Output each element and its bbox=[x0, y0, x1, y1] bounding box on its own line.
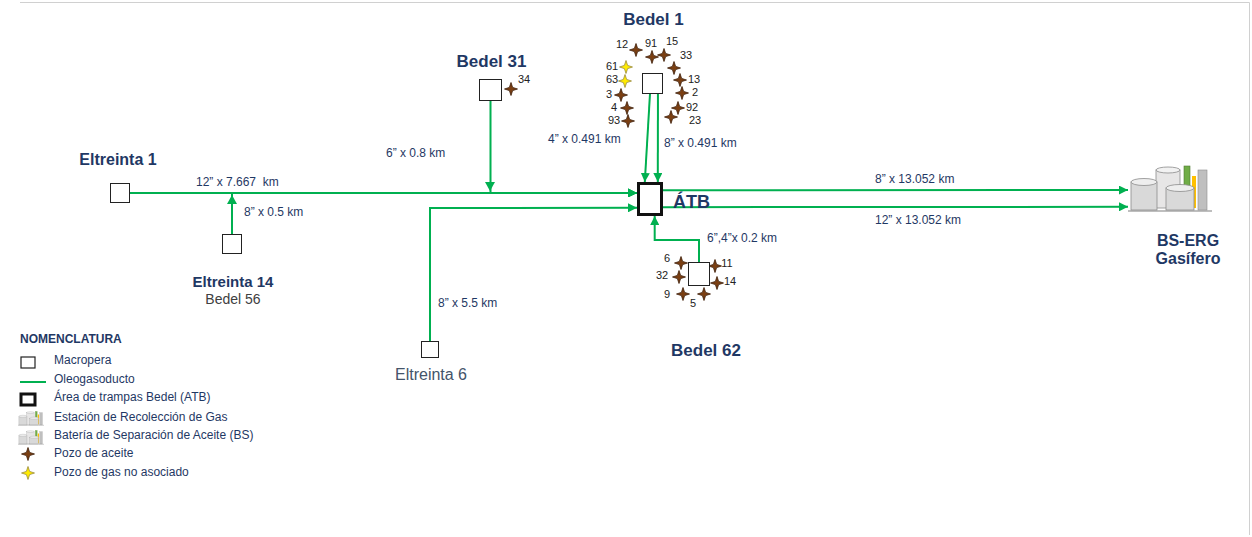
trap-area-box: ÁTB bbox=[637, 182, 663, 216]
macropera-box: Bedel 62 bbox=[688, 262, 710, 286]
gas-station-icon-art bbox=[1128, 162, 1212, 216]
well-number: 6 bbox=[664, 252, 670, 265]
frame-line bbox=[1249, 3, 1250, 536]
oil-well-symbol bbox=[621, 102, 634, 115]
node-heading: Bedel 1 bbox=[623, 10, 683, 30]
pipe-dimension: 12” x 7.667 km bbox=[196, 176, 279, 190]
well-number: 23 bbox=[689, 114, 701, 127]
gas-well-symbol bbox=[619, 75, 632, 88]
well-number: 11 bbox=[721, 257, 732, 270]
oil-well-symbol bbox=[698, 288, 711, 301]
oil-well-symbol bbox=[630, 44, 643, 57]
legend-gas-station-icon bbox=[18, 411, 44, 425]
macropera-box: Eltreinta 14Bedel 56 bbox=[222, 234, 242, 254]
pipeline bbox=[663, 189, 1128, 191]
pipe-dimension: 12” x 13.052 km bbox=[875, 214, 961, 228]
node-heading: Bedel 62 bbox=[671, 341, 741, 361]
macropera-box: Eltreinta 6 bbox=[421, 341, 439, 358]
pipe-dimension: 4” x 0.491 km bbox=[548, 133, 621, 147]
oil-well-symbol bbox=[677, 288, 690, 301]
node-heading: Eltreinta 14 bbox=[193, 273, 274, 290]
pipeline bbox=[655, 216, 699, 262]
pipe-dimension: 8” x 0.5 km bbox=[244, 206, 303, 220]
pipeline bbox=[657, 94, 659, 182]
oil-well-symbol bbox=[615, 89, 628, 102]
legend-macropera-symbol bbox=[21, 357, 35, 368]
oil-well-symbol bbox=[675, 257, 688, 270]
pipeline bbox=[663, 206, 1128, 208]
pipe-dimension: 8” x 5.5 km bbox=[438, 297, 497, 311]
oil-well-symbol bbox=[668, 62, 681, 75]
oil-well-symbol bbox=[711, 277, 724, 290]
well-number: 91 bbox=[645, 37, 657, 50]
legend-entry: Macropera bbox=[54, 354, 111, 368]
well-number: 12 bbox=[616, 38, 628, 51]
oil-well-symbol bbox=[676, 87, 689, 100]
oil-well-symbol bbox=[665, 111, 678, 124]
frame-line bbox=[20, 2, 1250, 3]
oil-well-symbol bbox=[658, 49, 671, 62]
gas-station-icon: BS-ERG Gasífero bbox=[1128, 162, 1212, 216]
legend-battery-icon bbox=[18, 430, 44, 444]
pipe-dimension: 6”,4”x 0.2 km bbox=[707, 232, 777, 246]
pipeline bbox=[645, 94, 650, 182]
well-number: 13 bbox=[688, 73, 700, 86]
well-number: 5 bbox=[690, 297, 696, 310]
node-heading: BS-ERG Gasífero bbox=[1145, 232, 1231, 269]
pipeline bbox=[491, 101, 638, 193]
oil-well-symbol bbox=[505, 83, 518, 96]
macropera-box: Eltreinta 1 bbox=[110, 183, 130, 203]
oil-well-symbol bbox=[673, 271, 686, 284]
well-number: 93 bbox=[608, 114, 620, 127]
well-number: 32 bbox=[656, 269, 668, 282]
legend-atb-symbol bbox=[21, 394, 35, 405]
node-heading: Eltreinta 1 bbox=[79, 151, 156, 169]
legend-entry: Pozo de gas no asociado bbox=[54, 466, 189, 480]
node-heading: Eltreinta 6 bbox=[395, 366, 467, 384]
well-number: 63 bbox=[606, 73, 618, 86]
legend-oil-well-symbol bbox=[22, 448, 35, 461]
legend-entry: Oleogasoducto bbox=[54, 373, 135, 387]
legend-entry: Área de trampas Bedel (ATB) bbox=[54, 391, 211, 405]
legend-gas-well-symbol bbox=[22, 467, 35, 480]
well-number: 4 bbox=[611, 101, 617, 114]
node-heading: Bedel 31 bbox=[457, 52, 527, 72]
plant-icon bbox=[1128, 166, 1212, 211]
legend-entry: Estación de Recolección de Gas bbox=[54, 411, 227, 425]
well-number: 9 bbox=[664, 288, 670, 301]
oil-well-symbol bbox=[674, 74, 687, 87]
well-number: 33 bbox=[680, 49, 692, 62]
oil-well-symbol bbox=[672, 102, 685, 115]
gas-well-symbol bbox=[620, 61, 633, 74]
pipe-dimension: 6” x 0.8 km bbox=[386, 147, 445, 161]
well-number: 3 bbox=[606, 88, 612, 101]
pipe-dimension: 8” x 0.491 km bbox=[664, 137, 737, 151]
well-number: 61 bbox=[606, 60, 618, 73]
oil-well-symbol bbox=[709, 260, 722, 273]
legend-title: NOMENCLATURA bbox=[20, 333, 122, 347]
well-number: 14 bbox=[724, 275, 736, 288]
node-subheading: Bedel 56 bbox=[205, 291, 260, 307]
legend-pipeline-symbol bbox=[20, 381, 46, 383]
pipeline bbox=[232, 193, 637, 234]
macropera-box: Bedel 1 bbox=[642, 73, 663, 94]
legend-entry: Pozo de aceite bbox=[54, 447, 133, 461]
pipe-dimension: 8” x 13.052 km bbox=[875, 173, 954, 187]
oil-well-symbol bbox=[646, 51, 659, 64]
well-number: 2 bbox=[692, 86, 698, 99]
oil-well-symbol bbox=[622, 115, 635, 128]
well-number: 92 bbox=[686, 101, 698, 114]
legend-entry: Batería de Separación de Aceite (BS) bbox=[54, 429, 253, 443]
node-heading: ÁTB bbox=[673, 192, 710, 213]
pipeline bbox=[430, 208, 637, 341]
well-number: 15 bbox=[666, 35, 678, 48]
well-number: 34 bbox=[518, 73, 530, 86]
macropera-box: Bedel 31 bbox=[479, 79, 502, 101]
